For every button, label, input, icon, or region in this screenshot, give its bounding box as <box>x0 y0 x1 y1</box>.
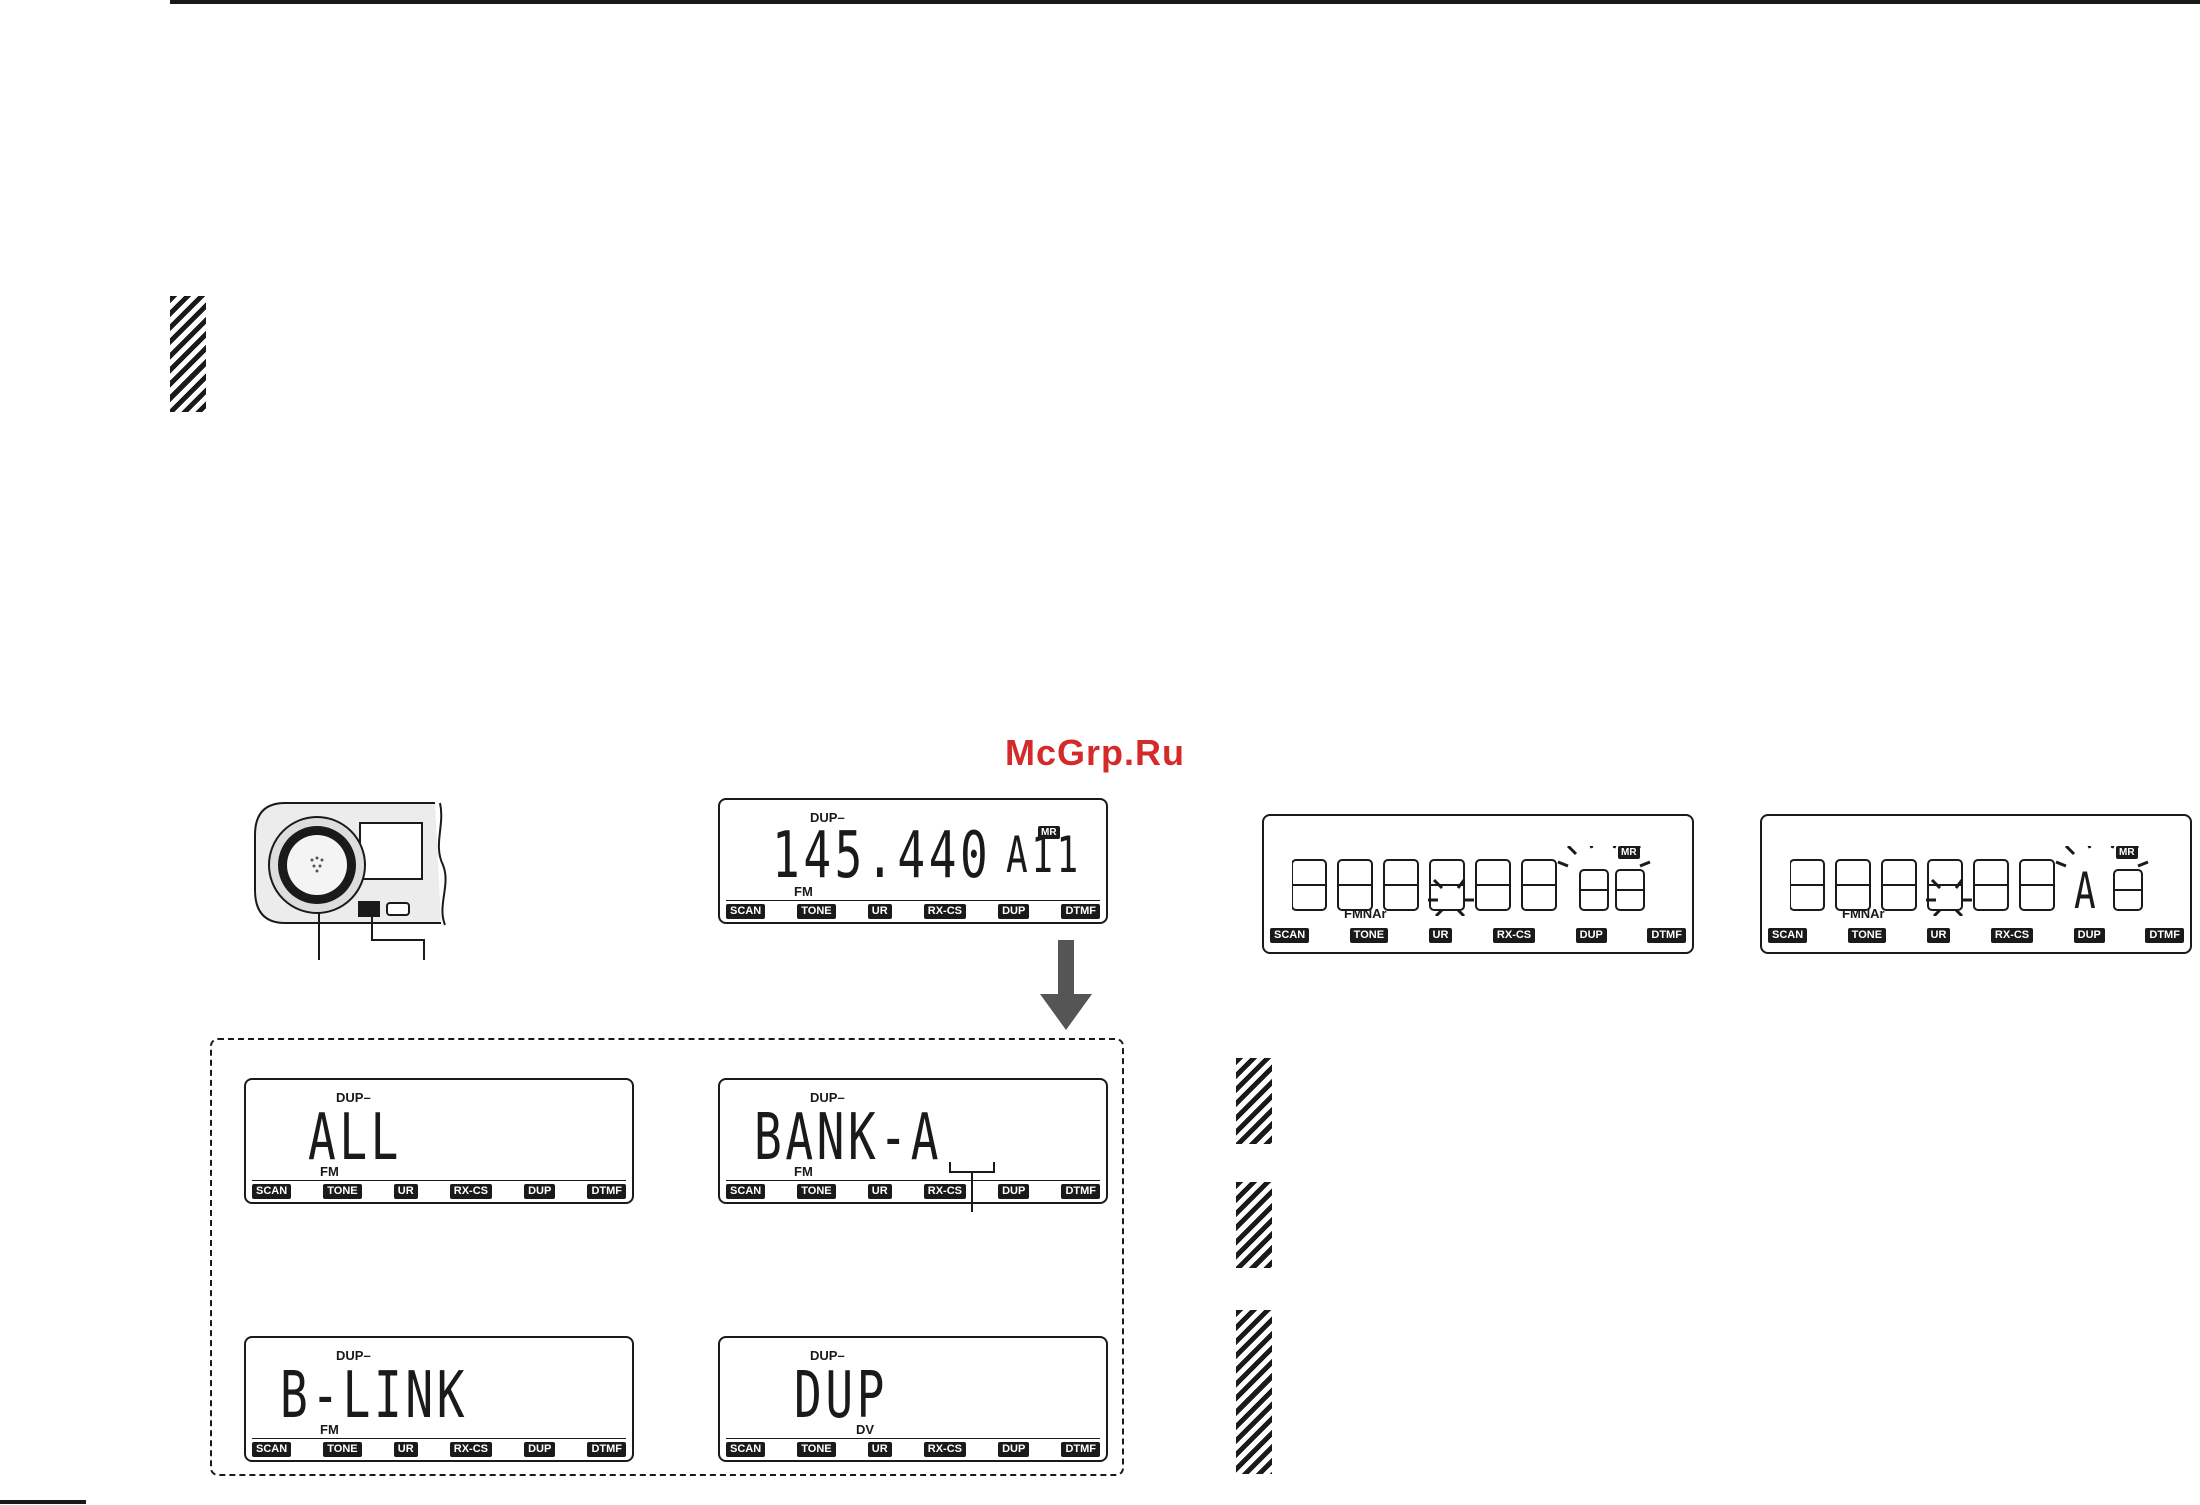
lcd-bank-display: DUP– BANK-A FM SCAN TONE UR RX-CS DUP DT… <box>718 1078 1108 1204</box>
mode-indicator: FM <box>320 1164 339 1179</box>
lcd-dup-display: DUP– DUP DV SCAN TONE UR RX-CS DUP DTMF <box>718 1336 1108 1462</box>
tag-rx-cs: RX-CS <box>449 1184 492 1199</box>
lcd-all-display: DUP– ALL FM SCAN TONE UR RX-CS DUP DTMF <box>244 1078 634 1204</box>
tag-scan: SCAN <box>726 904 766 919</box>
display-text: B-LINK <box>280 1359 469 1433</box>
tag-dup: DUP <box>524 1184 556 1199</box>
dup-indicator: DUP– <box>336 1090 371 1105</box>
mode-indicator: DV <box>856 1422 875 1437</box>
bottom-rule <box>0 1500 86 1504</box>
tag-dtmf: DTMF <box>2145 928 2184 943</box>
tag-scan: SCAN <box>726 1184 766 1199</box>
watermark: McGrp.Ru <box>1005 732 1186 773</box>
tag-dtmf: DTMF <box>1061 904 1100 919</box>
function-tags: SCAN TONE UR RX-CS DUP DTMF <box>1768 928 2184 943</box>
dup-indicator: DUP– <box>810 1090 845 1105</box>
tag-ur: UR <box>1926 928 1951 943</box>
tag-dtmf: DTMF <box>1061 1184 1100 1199</box>
note-hatch-marker <box>1236 1182 1272 1268</box>
segment-digits <box>1292 846 1651 916</box>
top-rule <box>170 0 2200 4</box>
lcd-segment-display-2: A MR FMNAr SCAN TONE UR RX-CS DUP DTMF <box>1760 814 2192 954</box>
tag-dup: DUP <box>998 904 1030 919</box>
mode-indicator: FM <box>794 1164 813 1179</box>
function-tags: SCAN TONE UR RX-CS DUP DTMF <box>252 1442 626 1457</box>
tag-ur: UR <box>867 1184 892 1199</box>
tag-ur: UR <box>393 1184 418 1199</box>
frequency-readout: 145.440 <box>772 819 992 893</box>
tag-scan: SCAN <box>252 1184 292 1199</box>
tag-dup: DUP <box>998 1184 1030 1199</box>
note-hatch-marker <box>1236 1058 1272 1144</box>
tag-rx-cs: RX-CS <box>923 904 966 919</box>
tag-rx-cs: RX-CS <box>923 1442 966 1457</box>
lcd-segment-display-1: MR FMNAr SCAN TONE UR RX-CS DUP DTMF <box>1262 814 1694 954</box>
tag-scan: SCAN <box>1270 928 1310 943</box>
mode-indicators: FMNAr <box>1344 906 1387 921</box>
selection-group <box>210 1038 1124 1476</box>
lcd-main-display: DUP– 145.440 MR A11 FM SCAN TONE UR RX-C… <box>718 798 1108 924</box>
tag-tone: TONE <box>323 1184 362 1199</box>
mr-indicator: MR <box>1038 826 1060 839</box>
dup-indicator: DUP– <box>336 1348 371 1363</box>
tag-ur: UR <box>867 1442 892 1457</box>
tag-tone: TONE <box>797 904 836 919</box>
tag-rx-cs: RX-CS <box>923 1184 966 1199</box>
channel-readout: A11 <box>1006 826 1082 884</box>
tag-tone: TONE <box>797 1184 836 1199</box>
mode-indicator: FM <box>794 884 813 899</box>
dup-indicator: DUP– <box>810 810 845 825</box>
display-text: BANK-A <box>754 1101 943 1175</box>
bank-letter: A <box>2074 862 2100 920</box>
display-text: DUP <box>794 1359 889 1433</box>
note-hatch-marker <box>170 296 206 412</box>
tag-dup: DUP <box>2073 928 2105 943</box>
mr-indicator: MR <box>1618 846 1640 859</box>
tag-ur: UR <box>1428 928 1453 943</box>
tag-rx-cs: RX-CS <box>1990 928 2034 943</box>
tag-ur: UR <box>867 904 892 919</box>
tag-dtmf: DTMF <box>587 1184 626 1199</box>
tag-scan: SCAN <box>252 1442 292 1457</box>
mode-indicators: FMNAr <box>1842 906 1885 921</box>
mr-indicator: MR <box>2116 846 2138 859</box>
tag-scan: SCAN <box>726 1442 766 1457</box>
tag-rx-cs: RX-CS <box>449 1442 492 1457</box>
down-arrow-icon <box>1040 940 1092 1030</box>
tag-tone: TONE <box>323 1442 362 1457</box>
tag-dtmf: DTMF <box>1061 1442 1100 1457</box>
dup-indicator: DUP– <box>810 1348 845 1363</box>
tag-tone: TONE <box>797 1442 836 1457</box>
tag-tone: TONE <box>1847 928 1887 943</box>
function-tags: SCAN TONE UR RX-CS DUP DTMF <box>726 904 1100 919</box>
tag-dup: DUP <box>1575 928 1607 943</box>
lcd-blink-display: DUP– B-LINK FM SCAN TONE UR RX-CS DUP DT… <box>244 1336 634 1462</box>
radio-controller-illustration <box>254 802 447 960</box>
tag-dup: DUP <box>998 1442 1030 1457</box>
function-tags: SCAN TONE UR RX-CS DUP DTMF <box>1270 928 1686 943</box>
tag-rx-cs: RX-CS <box>1492 928 1536 943</box>
mode-indicator: FM <box>320 1422 339 1437</box>
tag-dtmf: DTMF <box>587 1442 626 1457</box>
function-tags: SCAN TONE UR RX-CS DUP DTMF <box>726 1442 1100 1457</box>
tag-dtmf: DTMF <box>1647 928 1686 943</box>
function-tags: SCAN TONE UR RX-CS DUP DTMF <box>726 1184 1100 1199</box>
tag-dup: DUP <box>524 1442 556 1457</box>
display-text: ALL <box>308 1101 403 1175</box>
tag-scan: SCAN <box>1768 928 1808 943</box>
tag-ur: UR <box>393 1442 418 1457</box>
function-tags: SCAN TONE UR RX-CS DUP DTMF <box>252 1184 626 1199</box>
note-hatch-marker <box>1236 1310 1272 1474</box>
bank-letter-callout <box>949 1162 995 1212</box>
tag-tone: TONE <box>1349 928 1389 943</box>
